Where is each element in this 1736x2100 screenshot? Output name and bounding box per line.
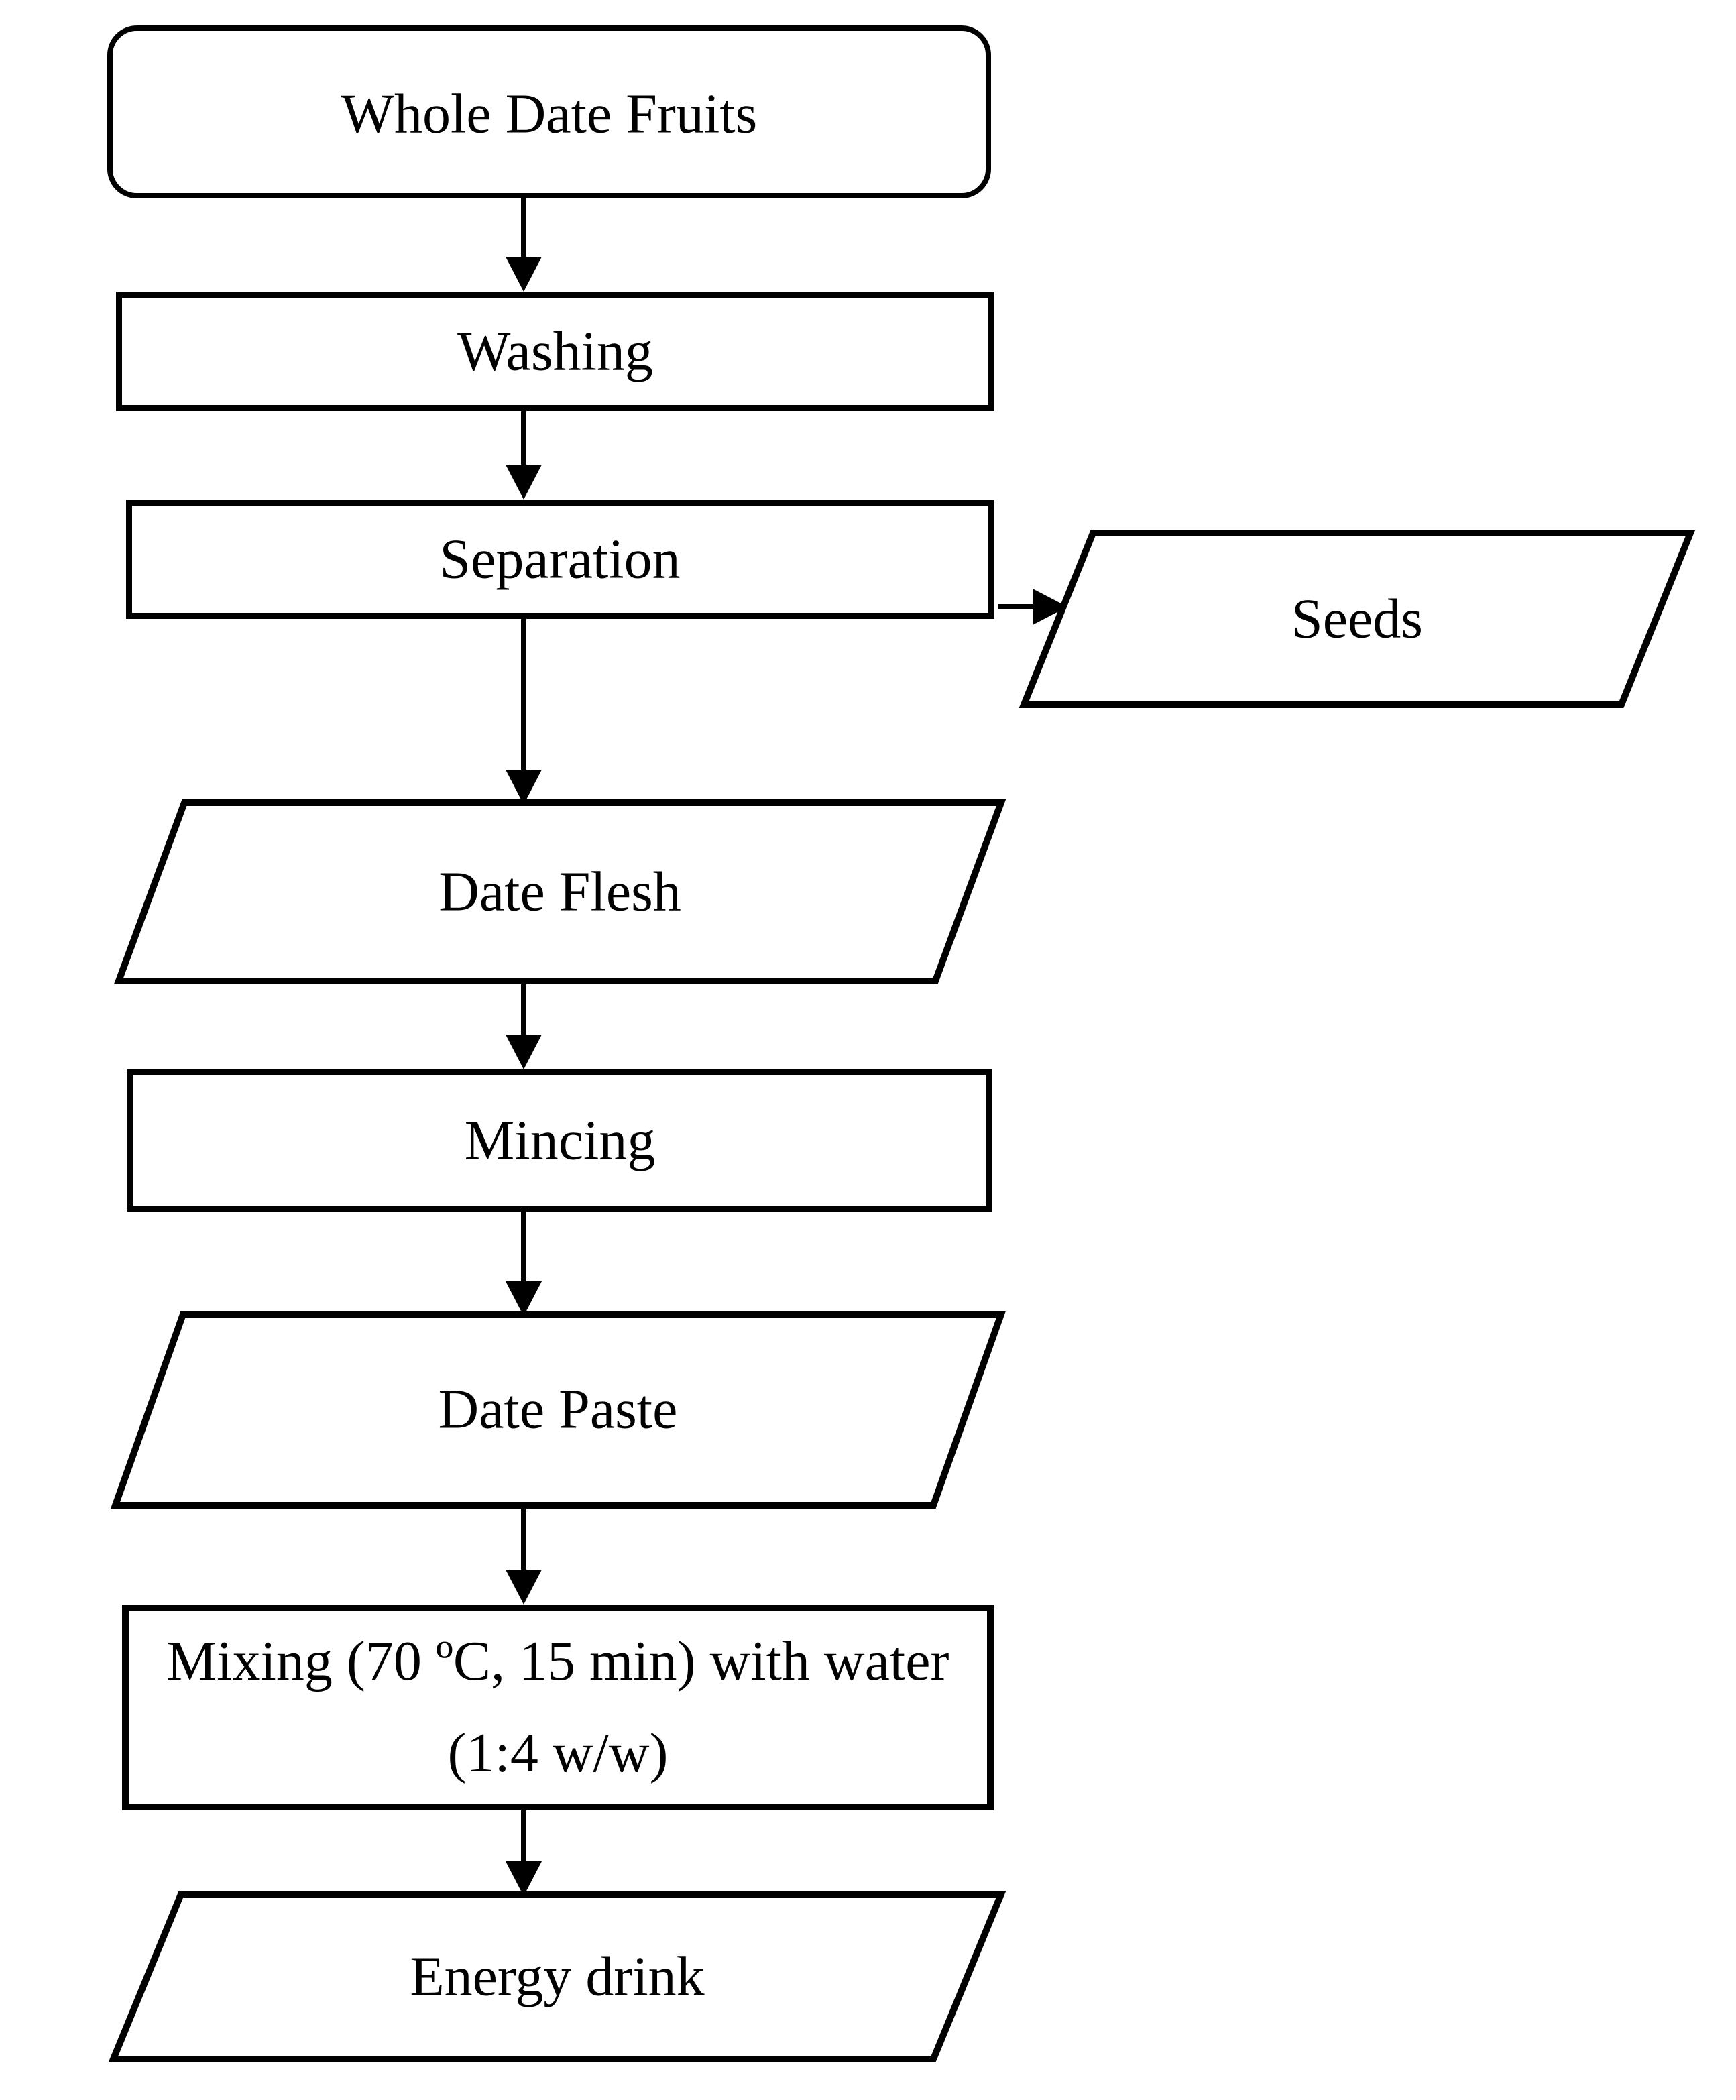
node-mixing-label-line2: (1:4 w/w) — [447, 1721, 669, 1784]
arrow-date-paste-to-mixing — [521, 1503, 526, 1570]
node-separation-label: Separation — [439, 528, 681, 591]
node-date-paste-label: Date Paste — [438, 1378, 678, 1441]
arrow-separation-to-date-flesh — [521, 619, 526, 770]
node-energy-drink-label: Energy drink — [410, 1945, 705, 2008]
date-paste-parallelogram-shape — [110, 1311, 1006, 1509]
arrowhead-down-icon — [506, 770, 542, 805]
node-mixing — [122, 1605, 994, 1810]
node-separation — [126, 500, 994, 619]
node-mixing-label: Mixing (70 ºC, 15 min) with water (1:4 w… — [122, 1605, 994, 1810]
arrow-mixing-to-energy-drink — [521, 1810, 526, 1861]
arrowhead-down-icon — [506, 257, 542, 292]
node-whole-date-fruits — [107, 25, 991, 198]
arrowhead-down-icon — [506, 1570, 542, 1605]
node-date-flesh-label: Date Flesh — [439, 860, 681, 923]
arrow-date-flesh-to-mincing — [521, 979, 526, 1035]
node-whole-date-fruits-label: Whole Date Fruits — [341, 82, 758, 145]
arrowhead-down-icon — [506, 1281, 542, 1316]
node-date-flesh — [113, 799, 1006, 984]
arrowhead-down-icon — [506, 1861, 542, 1896]
node-washing — [116, 292, 994, 411]
date-flesh-parallelogram-shape — [113, 799, 1006, 984]
arrow-mincing-to-date-paste — [521, 1212, 526, 1281]
node-seeds-label: Seeds — [1291, 587, 1423, 650]
node-washing-label: Washing — [457, 320, 653, 383]
node-date-paste — [110, 1311, 1006, 1509]
arrowhead-down-icon — [506, 1035, 542, 1069]
arrow-washing-to-separation — [521, 411, 526, 465]
node-mincing — [127, 1069, 992, 1212]
seeds-parallelogram-shape — [1019, 530, 1696, 708]
arrow-separation-to-seeds — [998, 604, 1033, 609]
node-mincing-label: Mincing — [464, 1109, 656, 1172]
arrowhead-down-icon — [506, 465, 542, 500]
energy-drink-parallelogram-shape — [108, 1891, 1006, 2062]
arrow-whole-date-fruits-to-washing — [521, 198, 526, 257]
node-energy-drink — [108, 1891, 1006, 2062]
node-seeds — [1019, 530, 1696, 708]
node-mixing-label-line1: Mixing (70 ºC, 15 min) with water — [166, 1630, 949, 1693]
